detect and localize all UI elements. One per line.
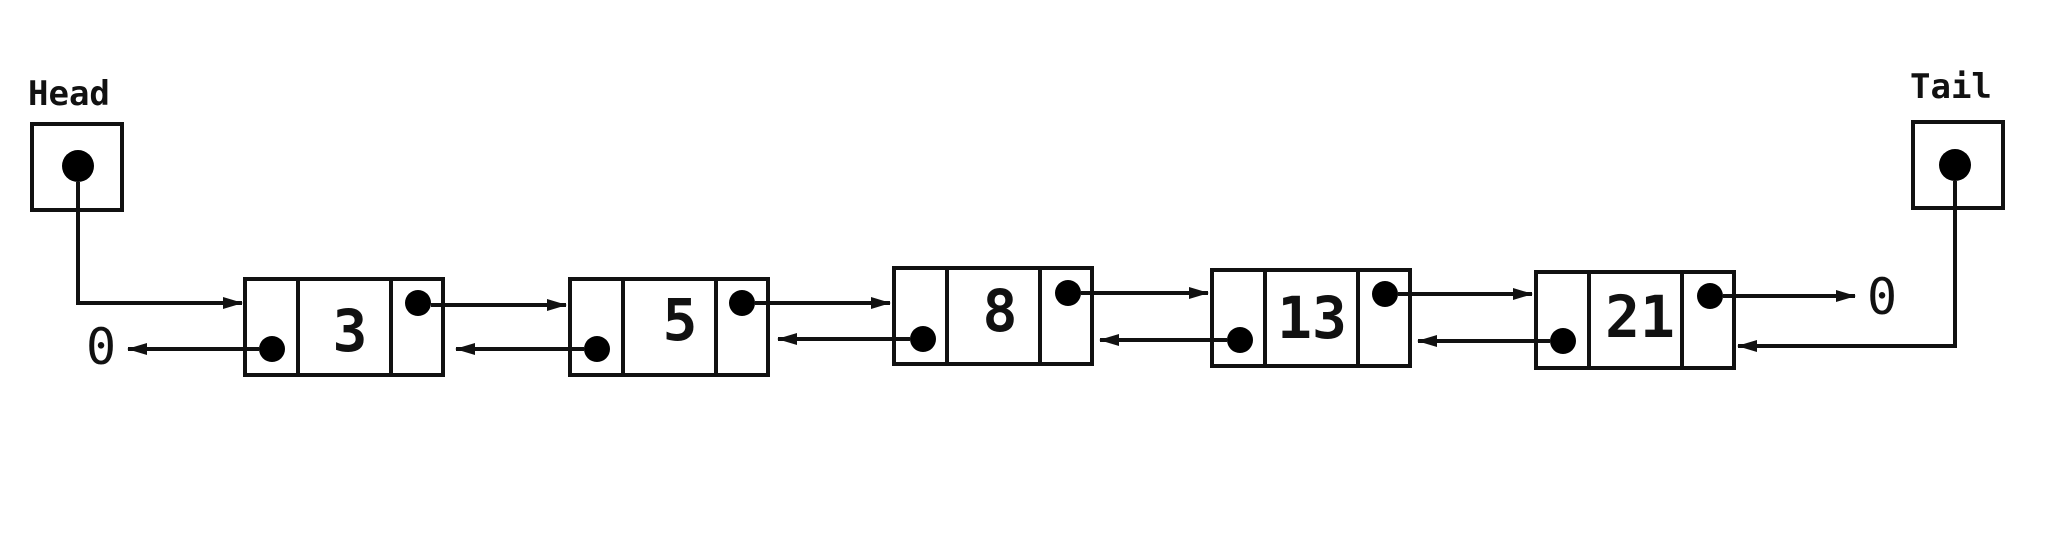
node: 3 [243, 277, 445, 377]
head-pointer: Head [28, 74, 124, 212]
null-right: 0 [1867, 268, 1897, 326]
next-pointer-dot [729, 290, 755, 316]
tail-pointer-dot [1939, 149, 1971, 181]
head-arrow [76, 182, 243, 309]
node-value: 5 [663, 286, 698, 354]
head-pointer-dot [62, 150, 94, 182]
node: 8 [892, 266, 1094, 366]
node: 21 [1534, 270, 1736, 370]
prev-pointer-dot [910, 326, 936, 352]
prev-pointer-dot [1550, 328, 1576, 354]
tail-label: Tail [1910, 67, 1992, 107]
node: 13 [1210, 268, 1412, 368]
next-pointer-dot [1055, 280, 1081, 306]
tail-pointer: Tail [1910, 67, 2005, 210]
null-left: 0 [86, 318, 116, 376]
node-value: 21 [1605, 283, 1675, 351]
node-value: 13 [1277, 284, 1347, 352]
node-value: 8 [983, 277, 1018, 345]
next-pointer-dot [405, 290, 431, 316]
node-value: 3 [333, 297, 368, 365]
prev-pointer-dot [584, 336, 610, 362]
next-pointer-dot [1697, 283, 1723, 309]
head-label: Head [28, 74, 110, 114]
prev-pointer-dot [1227, 327, 1253, 353]
next-pointer-dot [1372, 281, 1398, 307]
tail-arrow [1737, 181, 1957, 352]
node: 5 [568, 277, 770, 377]
prev-pointer-dot [259, 336, 285, 362]
